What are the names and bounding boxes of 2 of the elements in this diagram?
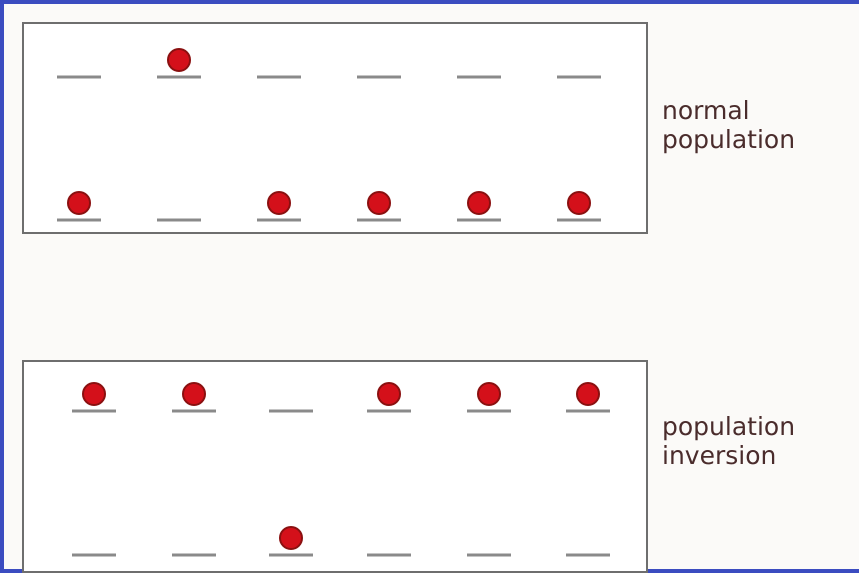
state-label: population inversion <box>662 412 796 470</box>
state-label: normal population <box>662 96 796 154</box>
